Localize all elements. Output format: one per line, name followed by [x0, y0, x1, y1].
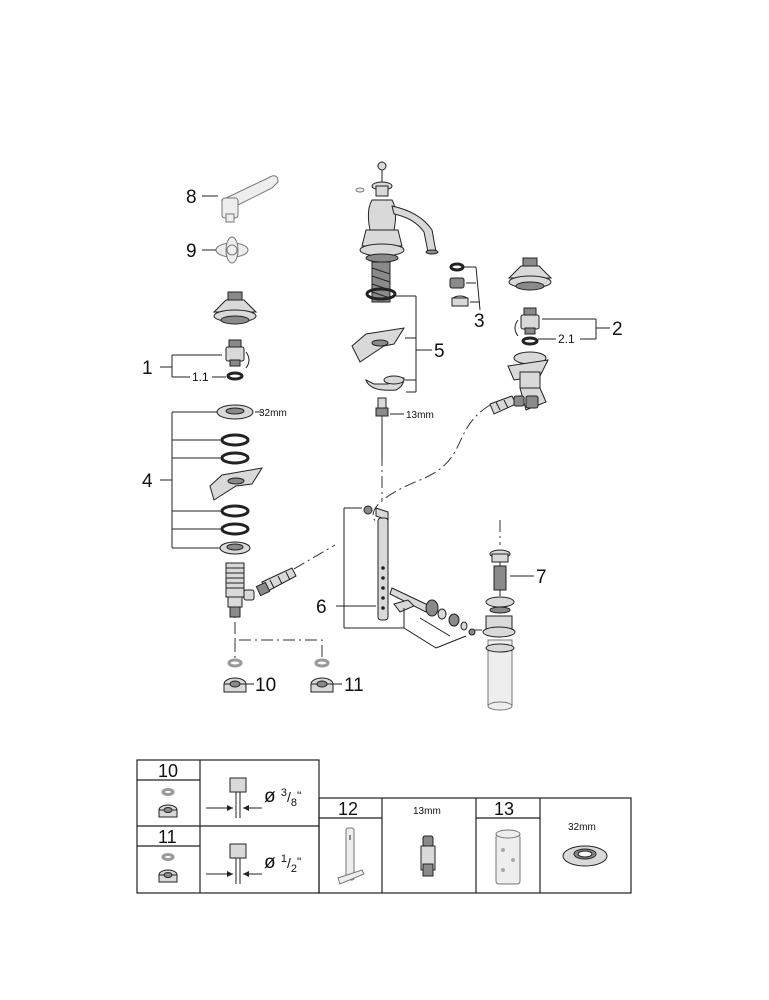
right-o-ring: [521, 336, 539, 346]
right-valve-body: [489, 351, 549, 415]
dim-32mm: 32mm: [259, 408, 287, 419]
table-12-dim: 13mm: [413, 806, 441, 817]
left-valve-body: [225, 562, 255, 618]
left-o-ring: [226, 371, 244, 381]
table-number-10: 10: [158, 761, 178, 781]
leader-4-bracket: [160, 411, 222, 549]
spout-hose: [365, 261, 397, 303]
dim-13mm: 13mm: [406, 410, 434, 421]
table-10-fitting-icon: [158, 788, 178, 818]
fitting-11-part: [310, 658, 334, 693]
leader-2: [538, 318, 610, 340]
table-12-socket-icon: [420, 835, 436, 877]
callout-11: 11: [344, 675, 364, 696]
callout-4: 4: [142, 471, 153, 492]
left-mount-stack: [209, 404, 264, 555]
linkage-part: [363, 505, 476, 636]
right-cartridge: [514, 307, 540, 337]
callout-2-1: 2.1: [558, 332, 575, 346]
leader-6-bracket: [336, 507, 467, 649]
fitting-10-part: [223, 658, 247, 693]
callout-3: 3: [474, 311, 485, 332]
callout-5: 5: [434, 341, 445, 362]
assembly-lines: [234, 404, 501, 660]
spout-part: [355, 161, 439, 263]
spout-mount: [351, 327, 406, 460]
lever-handle-part: [220, 175, 279, 223]
callout-10: 10: [255, 675, 276, 696]
table-number-13: 13: [494, 799, 514, 819]
left-cartridge: [225, 339, 250, 369]
leader-5-bracket: [396, 295, 432, 393]
table-11-fitting-icon: [158, 853, 178, 883]
callout-2: 2: [612, 319, 623, 340]
cross-handle-part: [215, 236, 249, 264]
table-10-diameter: ø 3/8": [264, 786, 301, 809]
reference-table: [136, 759, 632, 894]
table-number-12: 12: [338, 799, 358, 819]
callout-6: 6: [316, 597, 327, 618]
left-valve-cap: [212, 291, 258, 325]
callout-1: 1: [142, 358, 153, 379]
table-12-wrench-tool-icon: [337, 827, 365, 885]
callout-7: 7: [536, 567, 547, 588]
table-10-pipe-dimension: [206, 777, 262, 818]
callout-8: 8: [186, 187, 197, 208]
table-13-cartridge-tool-icon: [495, 829, 521, 885]
leader-3: [464, 266, 481, 311]
callout-1-1: 1.1: [192, 370, 209, 384]
table-number-11: 11: [158, 827, 177, 847]
right-valve-cap: [507, 257, 553, 291]
aerator-part: [449, 262, 469, 307]
callout-9: 9: [186, 241, 197, 262]
table-13-dim: 32mm: [568, 822, 596, 833]
left-connector-hose: [255, 567, 297, 597]
table-13-nut-icon: [562, 845, 608, 867]
drain-part: [482, 549, 516, 711]
table-11-pipe-dimension: [206, 843, 262, 884]
table-11-diameter: ø 1/2": [264, 852, 301, 875]
